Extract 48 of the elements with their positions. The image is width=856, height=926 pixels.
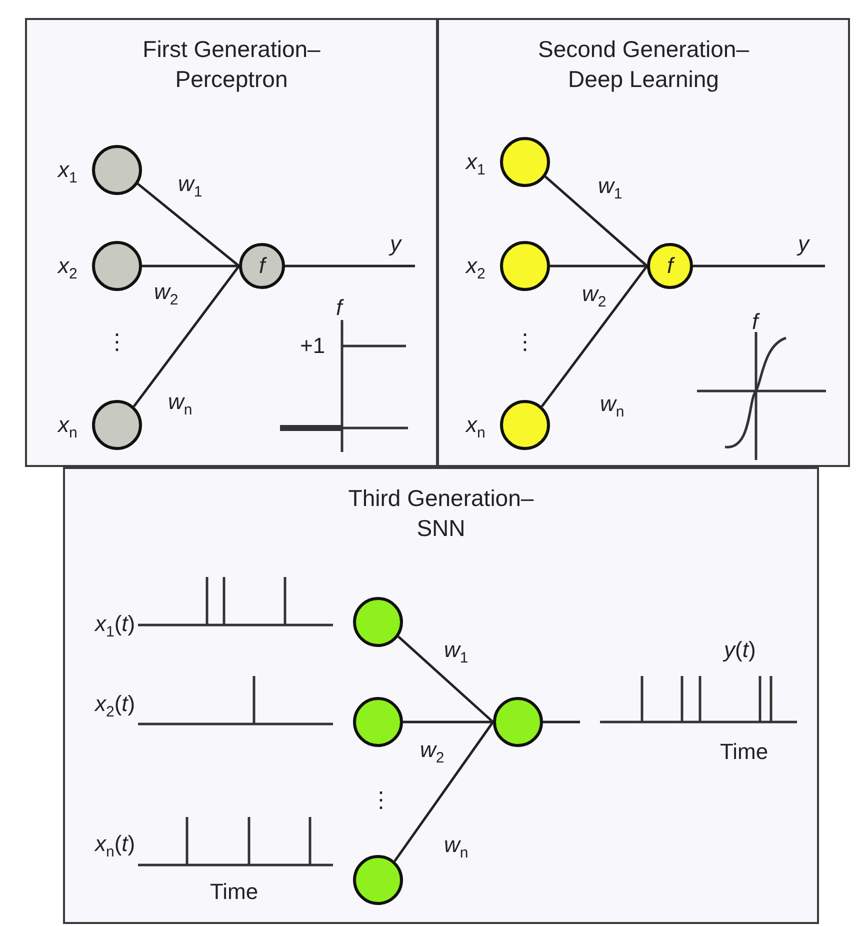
annotation-label: y(t) <box>724 638 756 662</box>
connection-line <box>693 264 825 268</box>
annotation-label: +1 <box>300 334 326 358</box>
input-label: x$_{1}$ <box>58 158 78 188</box>
panel-background <box>63 467 819 924</box>
panel-title: Second Generation– Deep Learning <box>537 35 750 94</box>
neuron-circle <box>92 241 142 291</box>
connection-line <box>142 264 239 268</box>
annotation-label: Time <box>720 740 768 764</box>
neuron-circle <box>353 855 403 905</box>
neuron-circle <box>353 597 403 647</box>
neuron-circle <box>500 137 550 187</box>
neuron-circle: f <box>647 243 693 289</box>
neuron-circle <box>500 241 550 291</box>
annotation-label: ⋮ <box>106 330 128 354</box>
input-label: x$_{2}$ <box>58 254 78 284</box>
annotation-label: f <box>336 296 342 320</box>
annotation-label: x$_{n}$(t) <box>95 832 136 862</box>
neuron-circle <box>92 145 142 195</box>
panel-title: First Generation– Perceptron <box>142 35 322 94</box>
connection-line <box>398 636 494 723</box>
neuron-circle <box>92 400 142 450</box>
annotation-label: x$_{1}$(t) <box>95 612 136 642</box>
connection-line <box>543 720 580 724</box>
annotation-label: ⋮ <box>370 788 392 812</box>
annotation-label: f <box>752 310 758 334</box>
input-label: x$_{n}$ <box>466 413 486 444</box>
annotation-label: x$_{2}$(t) <box>95 692 136 722</box>
input-label: x$_{n}$ <box>58 413 78 444</box>
connection-line <box>544 176 648 267</box>
neuron-circle: f <box>239 243 285 289</box>
connection-line <box>394 721 494 862</box>
connection-line <box>137 182 240 267</box>
connection-line <box>403 720 493 724</box>
input-label: x$_{1}$ <box>466 150 486 180</box>
neuron-circle <box>353 697 403 747</box>
panel-background <box>25 18 438 467</box>
connection-line <box>550 264 647 268</box>
panel-title: Third Generation– SNN <box>347 484 535 543</box>
connection-line <box>540 265 648 408</box>
annotation-label: ⋮ <box>514 330 536 354</box>
connection-line <box>132 265 240 408</box>
annotation-label: Time <box>210 880 258 904</box>
neuron-circle <box>493 697 543 747</box>
panel-background <box>437 18 850 467</box>
neuron-circle <box>500 400 550 450</box>
connection-line <box>285 264 415 268</box>
input-label: x$_{2}$ <box>466 254 486 284</box>
